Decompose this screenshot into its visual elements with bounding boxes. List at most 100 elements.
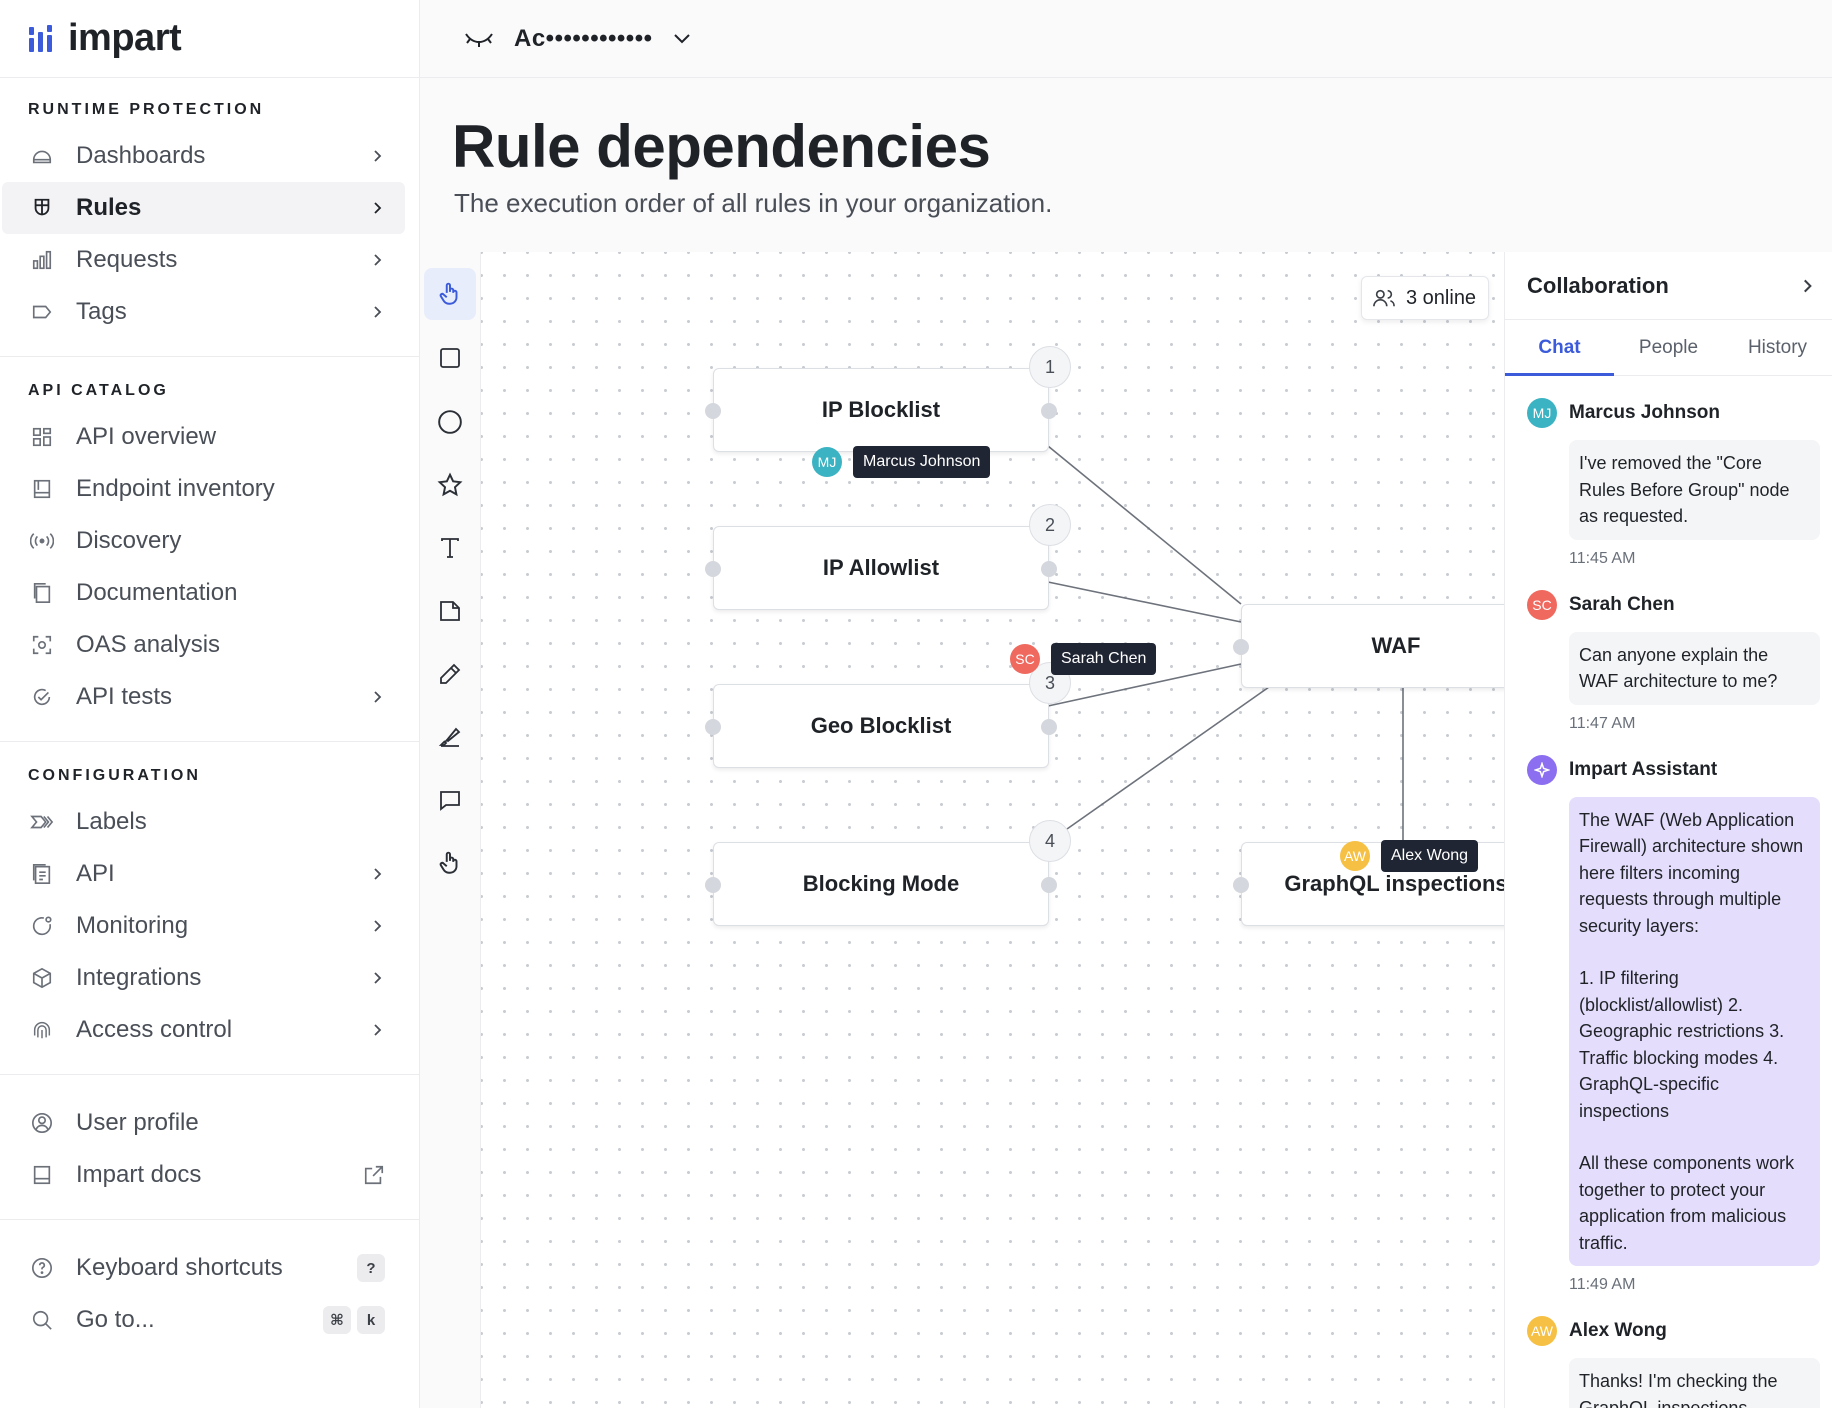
node-port-out[interactable] [1041, 561, 1057, 577]
sidebar-item-access-control[interactable]: Access control [2, 1004, 405, 1056]
labels-icon [30, 810, 54, 834]
account-selector[interactable]: Ac•••••••••••• [514, 24, 653, 52]
sidebar-item-label: Labels [76, 808, 147, 835]
node-port-out[interactable] [1041, 719, 1057, 735]
tab-people[interactable]: People [1638, 336, 1699, 358]
tab-chat[interactable]: Chat [1505, 320, 1614, 376]
star-tool[interactable] [424, 459, 476, 511]
note-tool[interactable] [424, 585, 476, 637]
sidebar-item-label: OAS analysis [76, 631, 221, 658]
message-time: 11:45 AM [1569, 549, 1636, 567]
rule-canvas[interactable]: 3 online IP Blocklist 1 IP Allowlist 2 G… [480, 252, 1504, 1408]
collaboration-title: Collaboration [1527, 272, 1669, 298]
message-paragraph: 1. IP filtering (blocklist/allowlist) 2.… [1579, 968, 1785, 1121]
message-author: Alex Wong [1569, 1320, 1667, 1341]
collaboration-tabs: Chat People History [1505, 320, 1832, 376]
sidebar-item-tags[interactable]: Tags [2, 286, 405, 338]
sidebar-item-keyboard-shortcuts[interactable]: Keyboard shortcuts ? [2, 1242, 405, 1294]
pencil-tool[interactable] [424, 648, 476, 700]
edge-blocking-mode-waf [1066, 686, 1270, 830]
node-port-in[interactable] [1233, 639, 1249, 655]
sidebar-item-label: API tests [76, 683, 173, 710]
sidebar-item-user-profile[interactable]: User profile [2, 1097, 405, 1149]
collaboration-header: Collaboration [1505, 252, 1832, 320]
logo[interactable]: impart [0, 0, 419, 78]
chevron-right-icon [374, 150, 382, 162]
rule-node-ip-blocklist[interactable]: IP Blocklist [705, 368, 1057, 452]
highlighter-icon [438, 727, 461, 747]
comment-tool[interactable] [424, 774, 476, 826]
sidebar-item-label: Endpoint inventory [76, 475, 275, 502]
node-port-in[interactable] [705, 403, 721, 419]
sidebar-item-monitoring[interactable]: Monitoring [2, 900, 405, 952]
node-label: WAF [1371, 633, 1421, 658]
sidebar-item-endpoint-inventory[interactable]: Endpoint inventory [2, 463, 405, 515]
avatar: AW [1527, 1316, 1557, 1346]
sidebar-item-label: Rules [76, 194, 142, 221]
message-text: Thanks! I'm checking the GraphQL inspect… [1569, 1358, 1820, 1408]
rule-node-blocking-mode[interactable]: Blocking Mode [705, 842, 1057, 926]
rule-node-graphql-inspections[interactable]: GraphQL inspections [1233, 842, 1504, 926]
sidebar-item-go-to[interactable]: Go to... ⌘ k [2, 1294, 405, 1346]
tab-history[interactable]: History [1747, 336, 1808, 358]
bar-chart-icon [30, 248, 54, 272]
sidebar-item-discovery[interactable]: Discovery [2, 515, 405, 567]
sidebar-item-label: Monitoring [76, 912, 189, 939]
sidebar-item-api-tests[interactable]: API tests [2, 671, 405, 723]
search-icon [30, 1308, 54, 1332]
text-tool[interactable] [424, 522, 476, 574]
node-port-out[interactable] [1041, 877, 1057, 893]
node-port-in[interactable] [705, 719, 721, 735]
sidebar-item-dashboards[interactable]: Dashboards [2, 130, 405, 182]
sidebar-item-rules[interactable]: Rules [2, 182, 405, 234]
nav-section-configuration: CONFIGURATION Labels API Monitoring Inte… [0, 742, 419, 1075]
sidebar-item-integrations[interactable]: Integrations [2, 952, 405, 1004]
node-port-in[interactable] [1233, 877, 1249, 893]
message-paragraph: All these components work together to pr… [1579, 1153, 1795, 1253]
sidebar-item-label: Discovery [76, 527, 182, 554]
rule-node-geo-blocklist[interactable]: Geo Blocklist [705, 684, 1057, 768]
circle-tool[interactable] [424, 396, 476, 448]
sidebar-item-labels[interactable]: Labels [2, 796, 405, 848]
message-text: Can anyone explain the WAF architecture … [1569, 631, 1820, 705]
square-icon [440, 348, 460, 368]
node-port-in[interactable] [705, 561, 721, 577]
message-author: Marcus Johnson [1569, 402, 1720, 423]
dashboard-icon [30, 144, 54, 168]
online-indicator[interactable]: 3 online [1361, 276, 1490, 320]
rule-node-waf[interactable]: WAF [1233, 604, 1504, 688]
highlighter-tool[interactable] [424, 711, 476, 763]
collaboration-panel: Collaboration Chat People History MJ Mar… [1504, 252, 1832, 1408]
chevron-down-icon[interactable] [671, 28, 693, 50]
sidebar-item-api-overview[interactable]: API overview [2, 411, 405, 463]
grid-icon [30, 425, 54, 449]
sidebar-item-api[interactable]: API [2, 848, 405, 900]
node-port-in[interactable] [705, 877, 721, 893]
order-badge: 4 [1029, 820, 1071, 862]
order-badge: 1 [1029, 346, 1071, 388]
circle-icon [438, 410, 462, 434]
hand-icon [439, 851, 458, 874]
pan-tool[interactable] [424, 837, 476, 889]
node-port-out[interactable] [1041, 403, 1057, 419]
chat-message: MJ Marcus Johnson I've removed the "Core… [1527, 398, 1820, 568]
eye-closed-icon[interactable] [464, 28, 494, 50]
sparkle-icon [1527, 754, 1557, 785]
message-author: Impart Assistant [1569, 758, 1718, 780]
pointer-tool[interactable] [424, 268, 476, 320]
cursor-avatar-marcus: MJ [812, 447, 842, 477]
sticky-note-icon [440, 601, 460, 621]
rule-node-ip-allowlist[interactable]: IP Allowlist [705, 526, 1057, 610]
sidebar-item-requests[interactable]: Requests [2, 234, 405, 286]
chevron-right-icon[interactable] [1798, 277, 1816, 295]
rectangle-tool[interactable] [424, 332, 476, 384]
sidebar-item-impart-docs[interactable]: Impart docs [2, 1149, 405, 1201]
sidebar-item-oas-analysis[interactable]: OAS analysis [2, 619, 405, 671]
section-title: API CATALOG [28, 382, 169, 399]
sidebar-item-documentation[interactable]: Documentation [2, 567, 405, 619]
chevron-right-icon [374, 691, 382, 703]
page-title: Rule dependencies [452, 113, 991, 180]
sidebar-item-label: Keyboard shortcuts [76, 1254, 283, 1281]
sidebar-item-label: API overview [76, 423, 217, 450]
chevron-right-icon [374, 972, 382, 984]
